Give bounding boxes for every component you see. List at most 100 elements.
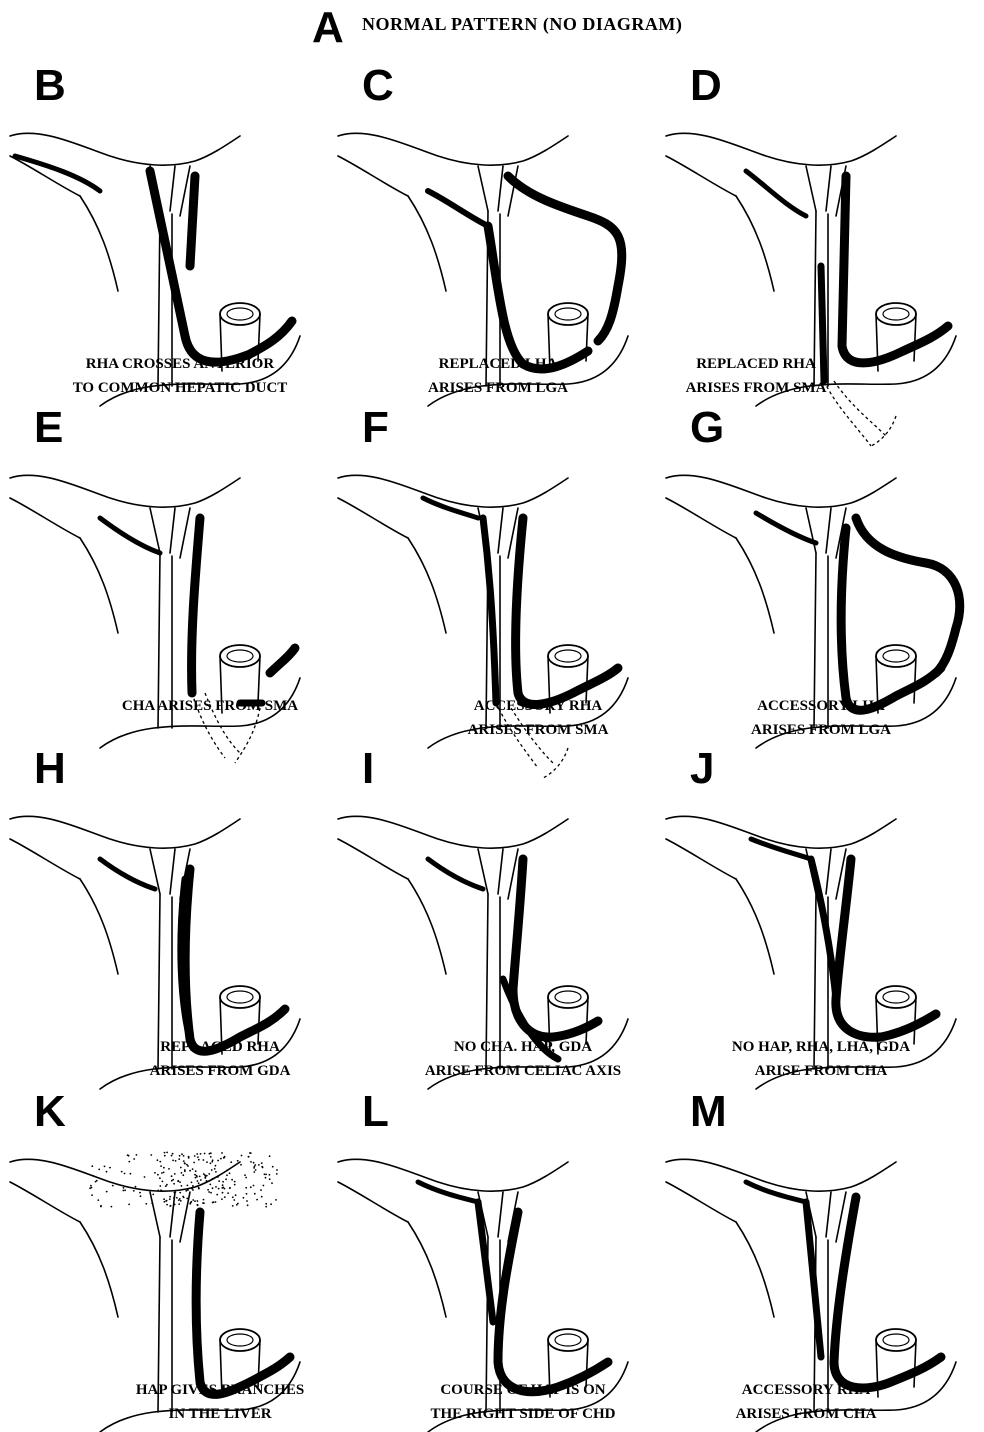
liver-outline — [10, 816, 240, 848]
liver-stipple — [157, 1174, 159, 1176]
liver-stipple — [100, 1206, 102, 1208]
liver-stipple — [214, 1168, 216, 1170]
liver-stipple — [159, 1185, 161, 1187]
liver-lobe-edge — [666, 156, 736, 196]
liver-stipple — [111, 1206, 113, 1208]
liver-stipple — [206, 1180, 208, 1182]
liver-stipple — [91, 1194, 93, 1196]
panel-e: E CHA ARISES FROM SMA — [0, 404, 328, 744]
liver-stipple — [181, 1185, 183, 1187]
caption-line: ACCESSORY RHA — [696, 1378, 916, 1402]
cystic-duct — [408, 879, 446, 974]
aorta-top — [548, 986, 588, 1008]
liver-stipple — [173, 1183, 175, 1185]
liver-stipple — [195, 1177, 197, 1179]
liver-stipple — [203, 1199, 205, 1201]
cystic-duct — [736, 538, 774, 633]
liver-stipple — [179, 1192, 181, 1194]
hepatic-artery-proper — [513, 859, 598, 1037]
aorta-top — [220, 986, 260, 1008]
hepatic-artery-proper — [196, 1212, 290, 1394]
cystic-duct — [408, 196, 446, 291]
liver-stipple — [174, 1191, 176, 1193]
liver-stipple — [190, 1201, 192, 1203]
anatomy-drawing — [0, 799, 328, 1069]
liver-stipple — [241, 1155, 243, 1157]
caption-line: NO HAP, RHA, LHA, GDA — [686, 1035, 956, 1059]
liver-stipple — [254, 1193, 256, 1195]
liver-stipple — [240, 1164, 242, 1166]
liver-outline — [666, 816, 896, 848]
panel-letter: C — [362, 62, 394, 110]
liver-stipple — [253, 1185, 255, 1187]
caption-line: ARISE FROM CHA — [686, 1059, 956, 1083]
liver-stipple — [121, 1171, 123, 1173]
liver-stipple — [203, 1159, 205, 1161]
liver-stipple — [206, 1175, 208, 1177]
liver-stipple — [161, 1172, 163, 1174]
liver-stipple — [192, 1168, 194, 1170]
caption-line: ARISES FROM SMA — [656, 376, 856, 400]
aorta-top — [548, 303, 588, 325]
liver-stipple — [256, 1199, 258, 1201]
liver-stipple — [152, 1194, 154, 1196]
liver-lobe-edge — [338, 498, 408, 538]
liver-stipple — [210, 1162, 212, 1164]
hepatic-duct-left — [150, 1192, 160, 1237]
liver-stipple — [124, 1189, 126, 1191]
liver-stipple — [212, 1178, 214, 1180]
hepatic-duct-branch — [836, 1192, 846, 1242]
liver-stipple — [106, 1191, 108, 1193]
liver-stipple — [261, 1166, 263, 1168]
anatomy-drawing — [656, 458, 984, 728]
caption-line: THE RIGHT SIDE OF CHD — [388, 1402, 658, 1426]
caption-line: IN THE LIVER — [100, 1402, 340, 1426]
caption-line: HAP GIVES BRANCHES — [100, 1378, 340, 1402]
liver-outline — [666, 475, 896, 507]
anatomy-drawing — [0, 458, 328, 728]
liver-stipple — [187, 1185, 189, 1187]
liver-stipple — [127, 1154, 129, 1156]
liver-stipple — [164, 1152, 166, 1154]
liver-stipple — [215, 1201, 217, 1203]
liver-stipple — [97, 1199, 99, 1201]
panel-c: C REPLACED LHA ARISES FROM LGA — [328, 62, 656, 402]
liver-stipple — [184, 1169, 186, 1171]
liver-stipple — [216, 1194, 218, 1196]
panel-caption: COURSE OF HAP IS ON THE RIGHT SIDE OF CH… — [388, 1378, 658, 1426]
caption-line: RHA CROSSES ANTERIOR — [50, 352, 310, 376]
liver-stipple — [162, 1181, 164, 1183]
aorta-wall-right — [914, 314, 916, 361]
liver-stipple — [194, 1174, 196, 1176]
liver-stipple — [157, 1190, 159, 1192]
panel-letter: F — [362, 404, 389, 452]
liver-stipple — [169, 1198, 171, 1200]
cystic-duct — [80, 879, 118, 974]
liver-stipple — [250, 1186, 252, 1188]
hepatic-artery-proper — [185, 869, 285, 1051]
liver-stipple — [210, 1192, 212, 1194]
liver-stipple — [159, 1161, 161, 1163]
liver-stipple — [260, 1189, 262, 1191]
liver-stipple — [217, 1176, 219, 1178]
liver-stipple — [261, 1162, 263, 1164]
accessory-right-hepatic-artery — [483, 518, 496, 703]
liver-stipple — [220, 1158, 222, 1160]
liver-stipple — [178, 1158, 180, 1160]
hepatic-duct-right — [170, 166, 175, 211]
liver-stipple — [222, 1192, 224, 1194]
caption-line: ARISES FROM LGA — [368, 376, 628, 400]
hepatic-duct-right — [826, 166, 831, 211]
liver-stipple — [215, 1186, 217, 1188]
liver-stipple — [154, 1172, 156, 1174]
liver-stipple — [174, 1173, 176, 1175]
liver-stipple — [112, 1185, 114, 1187]
panel-g: G ACCESSORY LHA ARISES FROM LGA — [656, 404, 984, 744]
liver-stipple — [159, 1177, 161, 1179]
liver-stipple — [269, 1178, 271, 1180]
liver-stipple — [217, 1160, 219, 1162]
panel-letter: H — [34, 745, 66, 793]
anatomy-drawing — [0, 1142, 328, 1412]
liver-stipple — [272, 1166, 274, 1168]
panel-letter: L — [362, 1088, 389, 1136]
